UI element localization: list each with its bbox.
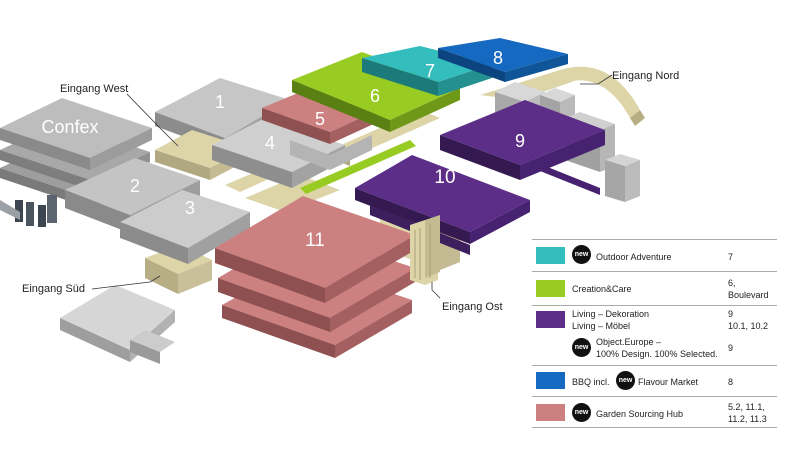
entrance-ost-structure bbox=[410, 215, 440, 285]
legend-row-object-europe: new Object.Europe – 100% Design. 100% Se… bbox=[532, 332, 777, 365]
hall-2-label: 2 bbox=[130, 176, 140, 196]
entrance-sued-stairs bbox=[60, 285, 175, 364]
entrance-west-label: Eingang West bbox=[60, 83, 128, 95]
hall-11-label: 11 bbox=[305, 230, 325, 251]
legend-label-bbq-suffix: Flavour Market bbox=[638, 377, 699, 387]
legend-label-bbq-prefix: BBQ incl. bbox=[572, 377, 610, 387]
leader-lines bbox=[91, 74, 613, 299]
legend-row-garden-sourcing-hub: new Garden Sourcing Hub 5.2, 11.1, 11.2,… bbox=[532, 396, 777, 428]
entrance-ost-label: Eingang Ost bbox=[442, 301, 503, 313]
legend-row-creation-care: Creation&Care 6, Boulevard bbox=[532, 271, 777, 305]
legend: new Outdoor Adventure 7 Creation&Care 6,… bbox=[532, 239, 777, 428]
legend-label-creation-care: Creation&Care bbox=[572, 284, 632, 294]
hall-8-label: 8 bbox=[493, 48, 503, 68]
hall-3-label: 3 bbox=[185, 198, 195, 218]
hall-7-label: 7 bbox=[425, 61, 435, 81]
legend-row-living: Living – Dekoration Living – Möbel 9 10.… bbox=[532, 305, 777, 332]
hall-3[interactable]: 3 bbox=[120, 190, 250, 264]
legend-hall-bbq: 8 bbox=[728, 377, 734, 387]
hall-11[interactable]: 11 bbox=[215, 196, 415, 358]
legend-hall-creation-care: 6, Boulevard bbox=[728, 278, 769, 300]
new-badge: new bbox=[572, 338, 591, 357]
pillars bbox=[0, 195, 57, 227]
hall-1-label: 1 bbox=[215, 92, 225, 112]
legend-hall-object-europe: 9 bbox=[728, 343, 734, 353]
legend-label-outdoor-adventure: Outdoor Adventure bbox=[596, 252, 672, 262]
legend-swatch-bbq bbox=[536, 372, 565, 389]
hall-4-label: 4 bbox=[265, 133, 275, 153]
legend-hall-garden-sourcing-hub: 5.2, 11.1, 11.2, 11.3 bbox=[728, 402, 767, 424]
legend-label-living: Living – Dekoration Living – Möbel bbox=[572, 309, 650, 331]
legend-label-garden-sourcing-hub: Garden Sourcing Hub bbox=[596, 409, 684, 419]
hall-9[interactable]: 9 bbox=[440, 100, 605, 195]
hall-8[interactable]: 8 bbox=[438, 38, 568, 82]
legend-label-object-europe: Object.Europe – 100% Design. 100% Select… bbox=[596, 337, 718, 359]
entrance-sued-label: Eingang Süd bbox=[22, 283, 85, 295]
legend-row-outdoor-adventure: new Outdoor Adventure 7 bbox=[532, 239, 777, 271]
legend-swatch-outdoor-adventure bbox=[536, 247, 565, 264]
legend-swatch-creation-care bbox=[536, 280, 565, 297]
legend-hall-living: 9 10.1, 10.2 bbox=[728, 309, 769, 331]
legend-swatch-garden-sourcing-hub bbox=[536, 404, 565, 421]
hall-5-label: 5 bbox=[315, 109, 325, 129]
hall-6[interactable]: 6 bbox=[292, 52, 460, 194]
legend-swatch-living bbox=[536, 311, 565, 328]
new-badge: new bbox=[572, 245, 591, 264]
hall-confex-label: Confex bbox=[41, 117, 98, 137]
legend-row-bbq: BBQ incl. new Flavour Market 8 bbox=[532, 365, 777, 396]
hall-6-label: 6 bbox=[370, 86, 380, 106]
new-badge: new bbox=[616, 371, 635, 390]
hall-9-label: 9 bbox=[515, 131, 525, 151]
legend-hall-outdoor-adventure: 7 bbox=[728, 252, 734, 262]
new-badge: new bbox=[572, 403, 591, 422]
entrance-nord-label: Eingang Nord bbox=[612, 70, 679, 82]
hall-10-label: 10 bbox=[434, 167, 455, 188]
entrance-nord-structure bbox=[560, 66, 645, 126]
